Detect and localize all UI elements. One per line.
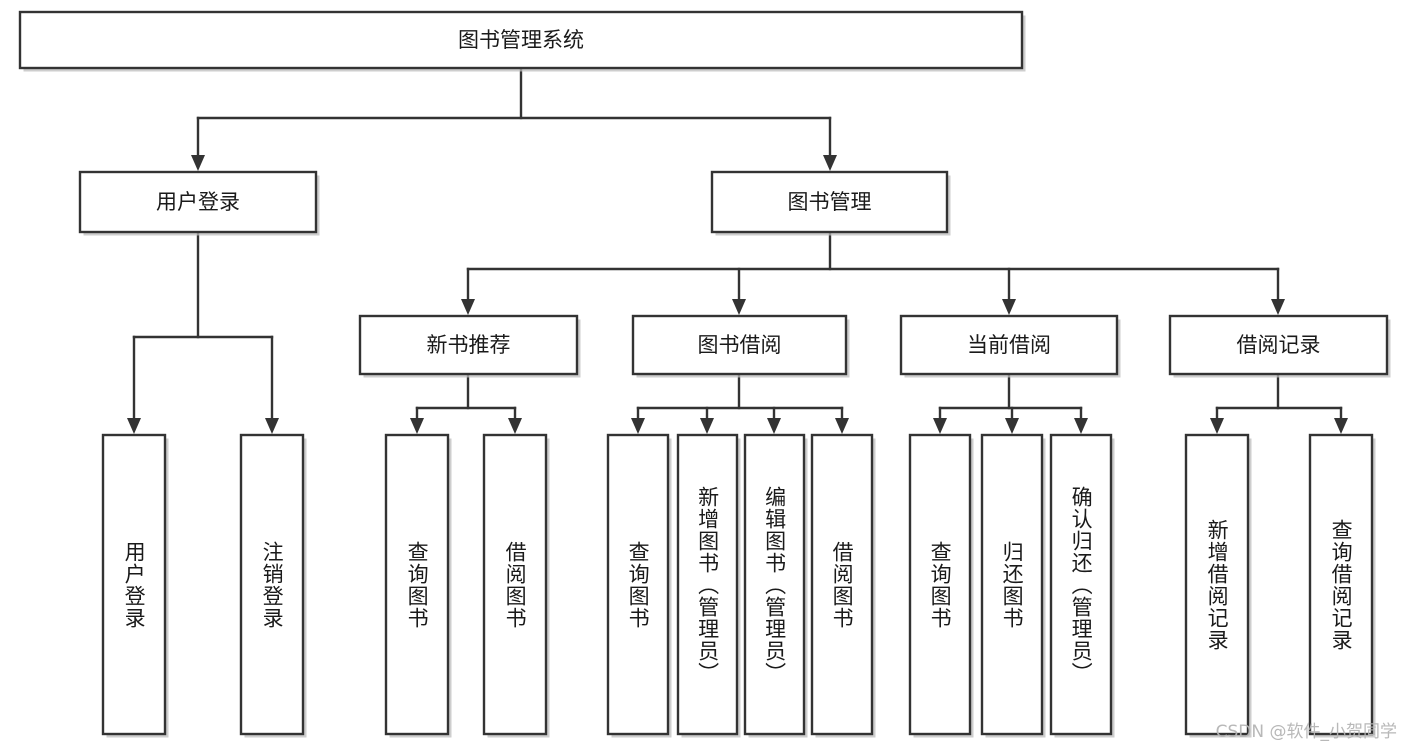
node-borrow-record[interactable] [1168, 314, 1389, 376]
box-layer [18, 10, 1391, 738]
arrow-head-icon [732, 299, 746, 315]
arrow-head-icon [1210, 418, 1224, 434]
node-leaf-borrow-book-1[interactable] [482, 433, 548, 736]
node-book-borrow-label: 图书借阅 [698, 333, 782, 357]
node-book-borrow[interactable] [631, 314, 848, 376]
node-user-login[interactable] [78, 170, 318, 234]
node-leaf-query-book-3[interactable] [908, 433, 972, 736]
arrow-head-icon [127, 418, 141, 434]
node-leaf-user-login[interactable] [101, 433, 167, 736]
arrow-head-icon [461, 299, 475, 315]
arrow-head-icon [1005, 418, 1019, 434]
connector-layer [127, 66, 1348, 434]
csdn-watermark: CSDN @软件_小贺同学 [1215, 722, 1397, 742]
arrow-head-icon [823, 155, 837, 171]
node-leaf-add-book[interactable] [676, 433, 739, 736]
arrow-head-icon [1074, 418, 1088, 434]
arrow-head-icon [191, 155, 205, 171]
node-leaf-confirm-return[interactable] [1049, 433, 1113, 736]
node-leaf-edit-book[interactable] [743, 433, 806, 736]
arrow-head-icon [700, 418, 714, 434]
node-borrow-record-label: 借阅记录 [1237, 333, 1321, 357]
node-current-borrow[interactable] [899, 314, 1119, 376]
node-leaf-query-book-1[interactable] [384, 433, 450, 736]
node-leaf-return-book[interactable] [980, 433, 1044, 736]
node-new-book-recommend[interactable] [358, 314, 579, 376]
node-leaf-query-book-2[interactable] [606, 433, 670, 736]
arrow-head-icon [410, 418, 424, 434]
node-leaf-query-record[interactable] [1308, 433, 1374, 736]
node-book-manage-label: 图书管理 [788, 190, 872, 214]
arrow-head-icon [1271, 299, 1285, 315]
arrow-head-icon [835, 418, 849, 434]
node-current-borrow-label: 当前借阅 [967, 333, 1051, 357]
node-user-login-label: 用户登录 [156, 190, 240, 214]
arrow-head-icon [933, 418, 947, 434]
node-book-manage[interactable] [710, 170, 949, 234]
arrow-head-icon [1002, 299, 1016, 315]
node-root[interactable] [18, 10, 1024, 70]
arrow-head-icon [265, 418, 279, 434]
arrow-head-icon [508, 418, 522, 434]
node-leaf-logout[interactable] [239, 433, 305, 736]
node-leaf-borrow-book-2[interactable] [810, 433, 874, 736]
node-leaf-add-record[interactable] [1184, 433, 1250, 736]
node-new-book-recommend-label: 新书推荐 [427, 333, 511, 357]
node-root-label: 图书管理系统 [458, 28, 584, 52]
arrow-head-icon [631, 418, 645, 434]
arrow-head-icon [1334, 418, 1348, 434]
arrow-head-icon [767, 418, 781, 434]
